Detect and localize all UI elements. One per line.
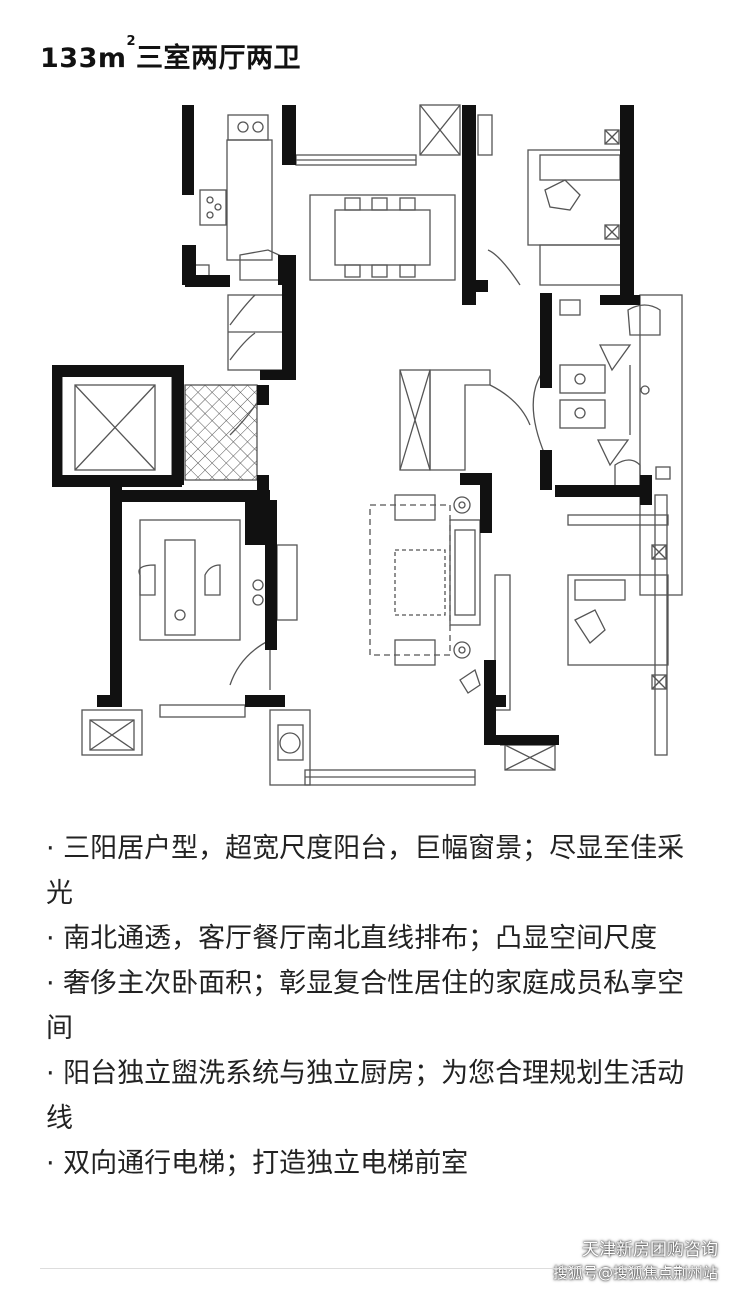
feature-item: · 阳台独立盥洗系统与独立厨房；为您合理规划生活动线 [46, 1058, 685, 1134]
feature-item: · 双向通行电梯；打造独立电梯前室 [46, 1148, 469, 1179]
title-layout: 三室两厅两卫 [136, 43, 302, 74]
page-title: 133m2三室两厅两卫 [40, 34, 302, 75]
feature-item: · 南北通透，客厅餐厅南北直线排布；凸显空间尺度 [46, 923, 658, 954]
feature-list: · 三阳居户型，超宽尺度阳台，巨幅窗景；尽显至佳采光 · 南北通透，客厅餐厅南北… [46, 826, 706, 1186]
watermark: 天津新房团购咨询 搜狐号@搜狐焦点荆州站 [553, 1235, 718, 1283]
watermark-source: 搜狐号@搜狐焦点荆州站 [552, 1264, 718, 1282]
floor-plan [52, 104, 683, 786]
title-area-unit: 2 [126, 34, 137, 49]
divider [40, 1268, 700, 1269]
watermark-line1: 天津新房团购咨询 [553, 1235, 718, 1260]
feature-item: · 奢侈主次卧面积；彰显复合性居住的家庭成员私享空间 [46, 968, 685, 1044]
wechat-icon [554, 1239, 576, 1256]
feature-item: · 三阳居户型，超宽尺度阳台，巨幅窗景；尽显至佳采光 [46, 833, 685, 909]
title-area: 133m [40, 43, 127, 74]
watermark-account: 天津新房团购咨询 [582, 1240, 718, 1260]
